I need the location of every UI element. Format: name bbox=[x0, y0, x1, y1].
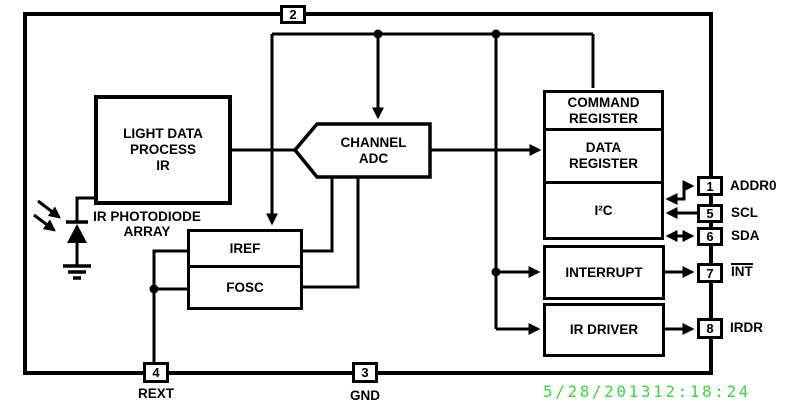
pin-5: 5 bbox=[697, 204, 723, 223]
pin-2: 2 bbox=[280, 5, 306, 24]
pin-label-scl: SCL bbox=[731, 205, 758, 220]
junction-dot bbox=[149, 284, 159, 294]
wire-iref-to-rext bbox=[152, 249, 187, 362]
wire-fosc-to-adc bbox=[303, 178, 360, 289]
light-data-process-block: LIGHT DATA PROCESS IR bbox=[94, 95, 232, 205]
command-register-block: COMMAND REGISTER bbox=[546, 93, 661, 131]
pin-label-sda: SDA bbox=[731, 228, 760, 243]
ir-photodiode-array-label: IR PHOTODIODE ARRAY bbox=[93, 209, 201, 239]
wire-photodiode-to-block bbox=[75, 196, 95, 222]
interrupt-block: INTERRUPT bbox=[543, 245, 665, 300]
pin-label-irdr: IRDR bbox=[730, 320, 763, 335]
timestamp-overlay: 5/28/201312:18:24 bbox=[543, 382, 751, 401]
pin-label-addr0: ADDR0 bbox=[730, 178, 777, 193]
pin-4: 4 bbox=[143, 362, 169, 383]
photodiode-icon bbox=[67, 224, 87, 243]
pin-label-int: INT bbox=[731, 263, 753, 279]
pin-8: 8 bbox=[697, 318, 723, 339]
i2c-block: I²C bbox=[594, 202, 613, 218]
wire-i2c-addr0 bbox=[665, 180, 695, 205]
channel-adc-shape bbox=[292, 122, 432, 179]
data-register-block: DATA REGISTER bbox=[546, 131, 661, 184]
junction-dot bbox=[491, 29, 501, 39]
register-stack: COMMAND REGISTER DATA REGISTER I²C bbox=[543, 90, 664, 240]
junction-dot bbox=[373, 29, 383, 39]
iref-fosc-stack: IREF FOSC bbox=[187, 229, 303, 310]
pin-label-gnd: GND bbox=[350, 388, 380, 403]
pin-7: 7 bbox=[697, 263, 723, 283]
pin-1: 1 bbox=[697, 176, 723, 196]
pin-6: 6 bbox=[697, 227, 723, 246]
wire-iref-to-adc bbox=[303, 178, 334, 253]
int-overline-text: INT bbox=[731, 263, 753, 279]
channel-adc-label: CHANNEL ADC bbox=[340, 135, 407, 166]
fosc-block: FOSC bbox=[226, 279, 264, 295]
iref-block: IREF bbox=[190, 232, 300, 268]
pin-3: 3 bbox=[352, 362, 378, 383]
light-arrow-2 bbox=[33, 213, 56, 232]
light-arrow-1 bbox=[37, 199, 61, 219]
ir-driver-block: IR DRIVER bbox=[543, 303, 665, 357]
chip-outline bbox=[23, 12, 713, 375]
pin-label-rext: REXT bbox=[137, 386, 174, 401]
junction-dot bbox=[491, 267, 501, 277]
